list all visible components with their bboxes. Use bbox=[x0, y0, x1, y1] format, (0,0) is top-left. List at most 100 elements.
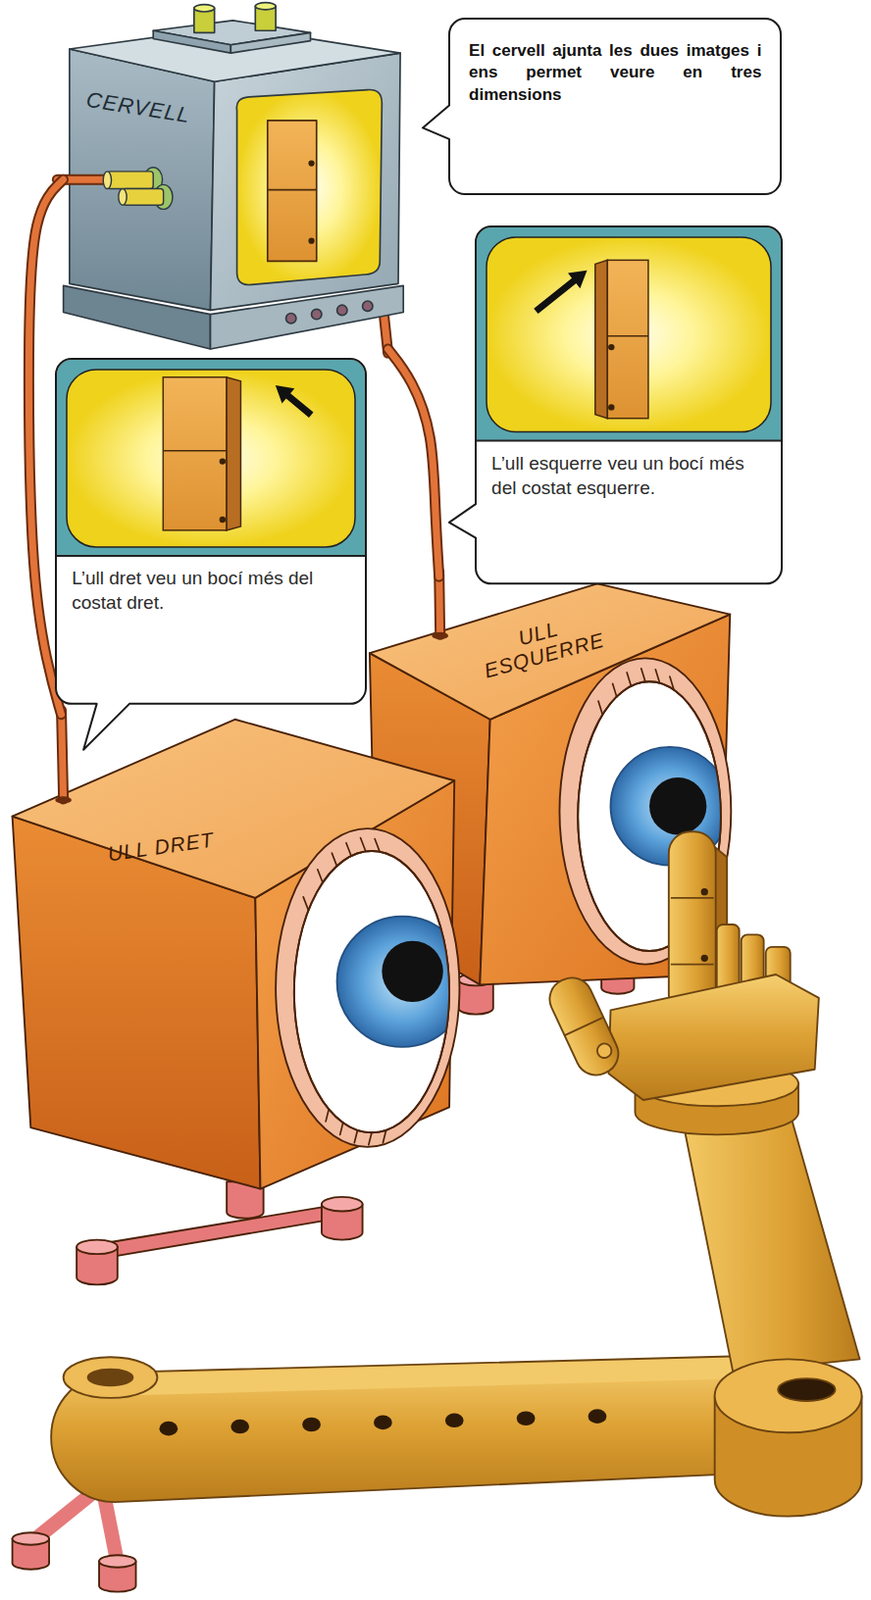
door-hinge bbox=[608, 404, 615, 410]
stand-part bbox=[103, 1496, 118, 1565]
arm-hole-part bbox=[445, 1414, 464, 1430]
thumb-part bbox=[564, 1018, 605, 1036]
speech-bubble: El cervell ajunta les dues imatges i ens… bbox=[449, 18, 781, 195]
eyelash-part bbox=[354, 1130, 358, 1143]
cable-stub-part bbox=[54, 796, 72, 804]
brain-monitor-drawing-part bbox=[210, 52, 402, 310]
eyelash-part bbox=[655, 669, 660, 684]
eyelash-part bbox=[598, 701, 603, 716]
robot-arm-drawing-part bbox=[63, 1357, 158, 1399]
cable-plug-part bbox=[122, 189, 164, 206]
eyelash-part bbox=[626, 672, 631, 687]
eyelash-part bbox=[331, 853, 337, 868]
robot-arm-drawing-part bbox=[88, 1370, 134, 1387]
stand-part bbox=[76, 1240, 118, 1256]
eyelash bbox=[303, 838, 386, 1146]
eyelash-part bbox=[340, 1123, 344, 1135]
door-side bbox=[226, 377, 242, 531]
eyelash-part bbox=[641, 668, 646, 683]
bubble-outline bbox=[422, 18, 781, 195]
cable-plug-part bbox=[102, 171, 111, 190]
robot-arm-drawing-part bbox=[114, 1357, 783, 1397]
thumb-part bbox=[594, 1041, 614, 1061]
arm-hole-part bbox=[373, 1416, 393, 1432]
arm-hole bbox=[158, 1409, 607, 1436]
eyelash-part bbox=[360, 838, 366, 853]
stand-part bbox=[321, 1197, 363, 1213]
bubble-outline bbox=[449, 226, 782, 584]
eyelash-part bbox=[346, 843, 352, 858]
door bbox=[163, 377, 242, 531]
pointer-arrow bbox=[275, 386, 314, 419]
brain-monitor-drawing-part bbox=[194, 4, 215, 12]
device-label: CERVELL bbox=[63, 85, 213, 132]
brain-monitor-drawing-part bbox=[236, 90, 382, 286]
door-front bbox=[607, 259, 649, 418]
eyelash-part bbox=[669, 676, 674, 691]
brain-monitor-drawing-part bbox=[307, 159, 314, 166]
screen-edge bbox=[475, 440, 782, 443]
robot-arm-drawing-part bbox=[608, 974, 819, 1101]
arm-hole-part bbox=[302, 1418, 321, 1434]
screen bbox=[486, 237, 771, 433]
screen bbox=[66, 369, 356, 548]
door-hinge bbox=[219, 516, 226, 523]
arm-hole-part bbox=[516, 1411, 536, 1427]
robot-arm-drawing-part bbox=[670, 897, 715, 900]
iris-part bbox=[381, 941, 443, 1003]
eyelash-part bbox=[303, 897, 308, 912]
brain-monitor-drawing-part bbox=[267, 120, 317, 262]
eyelash-part bbox=[374, 839, 380, 854]
arm-hole-part bbox=[158, 1422, 178, 1437]
stand bbox=[76, 1181, 362, 1285]
brain-monitor-drawing-part bbox=[307, 238, 314, 245]
door-hinge bbox=[219, 459, 226, 465]
robot-arm-drawing-part bbox=[681, 1107, 860, 1374]
screen-frame bbox=[56, 359, 365, 557]
door bbox=[595, 259, 649, 418]
eyelash-part bbox=[368, 1132, 372, 1145]
eyelash-part bbox=[382, 1130, 386, 1143]
door-side bbox=[595, 259, 608, 418]
robot-arm-drawing-part bbox=[701, 888, 709, 896]
cable-stub-part bbox=[61, 710, 64, 800]
eyelash bbox=[598, 668, 674, 716]
eyelash-part bbox=[317, 870, 323, 884]
brain-monitor-drawing-part bbox=[267, 189, 317, 192]
bubble-fill bbox=[55, 358, 366, 751]
screen-frame bbox=[476, 227, 781, 442]
robot-arm-drawing-part bbox=[715, 1359, 863, 1434]
robot-arm-drawing-part bbox=[701, 955, 709, 963]
cable bbox=[388, 349, 440, 577]
eyelash-part bbox=[613, 683, 617, 698]
device-label: ULL DRET bbox=[92, 826, 232, 869]
cable-stub-part bbox=[431, 632, 449, 640]
bubble-fill bbox=[422, 18, 781, 195]
robot-arm-drawing-part bbox=[668, 831, 717, 1016]
brain-monitor: CERVELL bbox=[63, 0, 405, 350]
view-panel-outline bbox=[475, 226, 782, 584]
brain-monitor-drawing-part bbox=[362, 301, 373, 311]
eye-box: ULL DRET bbox=[11, 715, 457, 1195]
brain-monitor-drawing-part bbox=[153, 30, 231, 53]
robot-arm-drawing bbox=[12, 831, 863, 1592]
door-hinge bbox=[608, 344, 615, 351]
robot-arm-drawing-part bbox=[51, 1355, 786, 1503]
right-eye-box-drawing bbox=[12, 719, 468, 1286]
cable-plug-part bbox=[118, 189, 127, 206]
cable bbox=[388, 349, 440, 577]
robot-arm-drawing-part bbox=[777, 1379, 835, 1402]
eye-box: ULL ESQUERRE bbox=[367, 576, 736, 985]
iris bbox=[337, 917, 468, 1048]
door-divider bbox=[607, 335, 649, 338]
cable-plug-part bbox=[106, 171, 154, 190]
device-label: ULL ESQUERRE bbox=[468, 606, 614, 685]
caption-text: L’ull dret veu un bocí més del costat dr… bbox=[71, 565, 353, 615]
door-front bbox=[163, 377, 228, 531]
arm-hole-part bbox=[230, 1420, 250, 1435]
screen-edge bbox=[55, 555, 366, 558]
arm-hole-part bbox=[588, 1409, 608, 1425]
bubble-text: El cervell ajunta les dues imatges i ens… bbox=[468, 40, 762, 106]
cable-outline bbox=[388, 349, 440, 577]
